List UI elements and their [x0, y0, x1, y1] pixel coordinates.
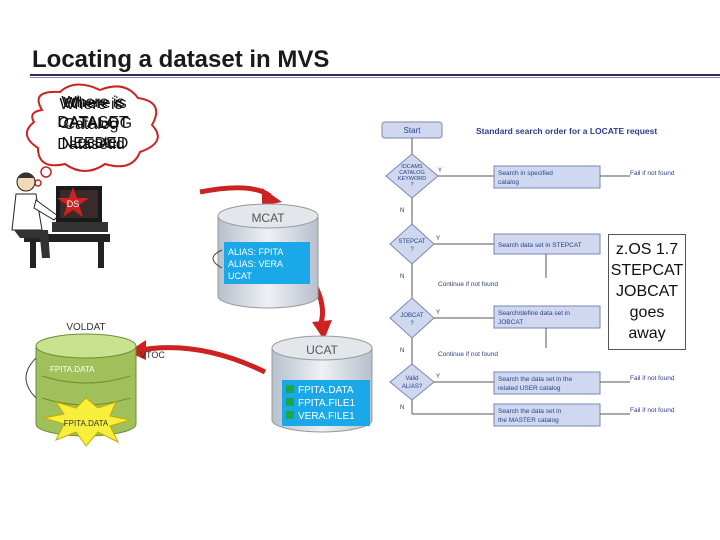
svg-text:related USER catalog: related USER catalog: [498, 385, 561, 392]
svg-text:MCAT: MCAT: [251, 211, 285, 225]
svg-text:Valid: Valid: [406, 376, 419, 382]
svg-text:N: N: [400, 348, 404, 354]
svg-text:catalog: catalog: [498, 179, 519, 186]
svg-text:the MASTER catalog: the MASTER catalog: [498, 417, 559, 424]
svg-text:Search data set in STEPCAT: Search data set in STEPCAT: [498, 242, 582, 249]
ds-star-icon: DS: [57, 187, 89, 217]
svg-text:Y: Y: [436, 310, 440, 316]
svg-text:Search/define data set in: Search/define data set in: [498, 310, 570, 317]
svg-text:N: N: [400, 405, 404, 411]
svg-text:ALIAS: FPITA: ALIAS: FPITA: [228, 247, 283, 257]
svg-text:Start: Start: [404, 126, 422, 135]
svg-text:Search the data set in: Search the data set in: [498, 408, 562, 415]
voldat-cylinder: VOLDAT FPITA.DATA VTOC FPITA.DATA: [25, 322, 165, 447]
svg-text:Y: Y: [436, 236, 440, 242]
svg-text:FPITA.FILE1: FPITA.FILE1: [298, 398, 355, 409]
svg-text:N: N: [400, 208, 404, 214]
svg-text:VTOC: VTOC: [140, 350, 165, 360]
svg-text:CATALOG: CATALOG: [399, 170, 424, 176]
note-line: JOBCAT: [616, 283, 678, 300]
svg-text:ALIAS: VERA: ALIAS: VERA: [228, 259, 283, 269]
svg-text:Y: Y: [436, 374, 440, 380]
svg-text:FPITA.DATA: FPITA.DATA: [50, 365, 95, 374]
svg-text:Search in specified: Search in specified: [498, 170, 553, 177]
svg-text:ALIAS?: ALIAS?: [402, 384, 423, 390]
svg-text:Fail if not found: Fail if not found: [630, 375, 675, 382]
svg-text:JOBCAT: JOBCAT: [498, 319, 523, 326]
svg-text:Fail if not found: Fail if not found: [630, 407, 675, 414]
note-line: STEPCAT: [610, 262, 684, 279]
svg-text:Continue if not found: Continue if not found: [438, 281, 498, 288]
svg-text:Fail if not found: Fail if not found: [630, 170, 675, 177]
svg-text:IDCAMS: IDCAMS: [401, 164, 423, 170]
svg-text:JOBCAT: JOBCAT: [400, 313, 424, 319]
svg-text:?: ?: [410, 182, 413, 188]
svg-text:STEPCAT: STEPCAT: [398, 239, 426, 245]
svg-text:UCAT: UCAT: [228, 271, 252, 281]
svg-text:Search the data set in the: Search the data set in the: [498, 376, 572, 383]
zos-note-box: z.OS 1.7 STEPCAT JOBCAT goes away: [608, 234, 686, 350]
svg-text:Standard search order for a LO: Standard search order for a LOCATE reque…: [476, 126, 657, 136]
svg-text:FPITA.DATA: FPITA.DATA: [64, 419, 109, 428]
svg-text:DS: DS: [67, 199, 80, 209]
page-title: Locating a dataset in MVS: [32, 46, 330, 73]
title-underline: [30, 74, 720, 76]
svg-text:VOLDAT: VOLDAT: [66, 322, 105, 333]
locate-flowchart: Standard search order for a LOCATE reque…: [381, 121, 675, 427]
svg-text:N: N: [400, 274, 404, 280]
note-line: away: [628, 325, 666, 342]
note-line: z.OS 1.7: [615, 241, 679, 258]
svg-text:KEYWORD: KEYWORD: [398, 176, 426, 182]
svg-text:VERA.FILE1: VERA.FILE1: [298, 411, 355, 422]
svg-text:Continue if not found: Continue if not found: [438, 351, 498, 358]
mcat-cylinder: MCAT ALIAS: FPITA ALIAS: VERA UCAT: [212, 203, 319, 309]
svg-text:UCAT: UCAT: [306, 343, 338, 357]
svg-text:?: ?: [410, 321, 414, 327]
note-line: goes: [629, 304, 665, 321]
ucat-cylinder: UCAT FPITA.DATA FPITA.FILE1 VERA.FILE1: [271, 335, 373, 433]
title-underline-thin: [30, 77, 720, 78]
svg-text:Y: Y: [438, 168, 442, 174]
svg-text:FPITA.DATA: FPITA.DATA: [298, 385, 354, 396]
svg-text:?: ?: [410, 247, 414, 253]
